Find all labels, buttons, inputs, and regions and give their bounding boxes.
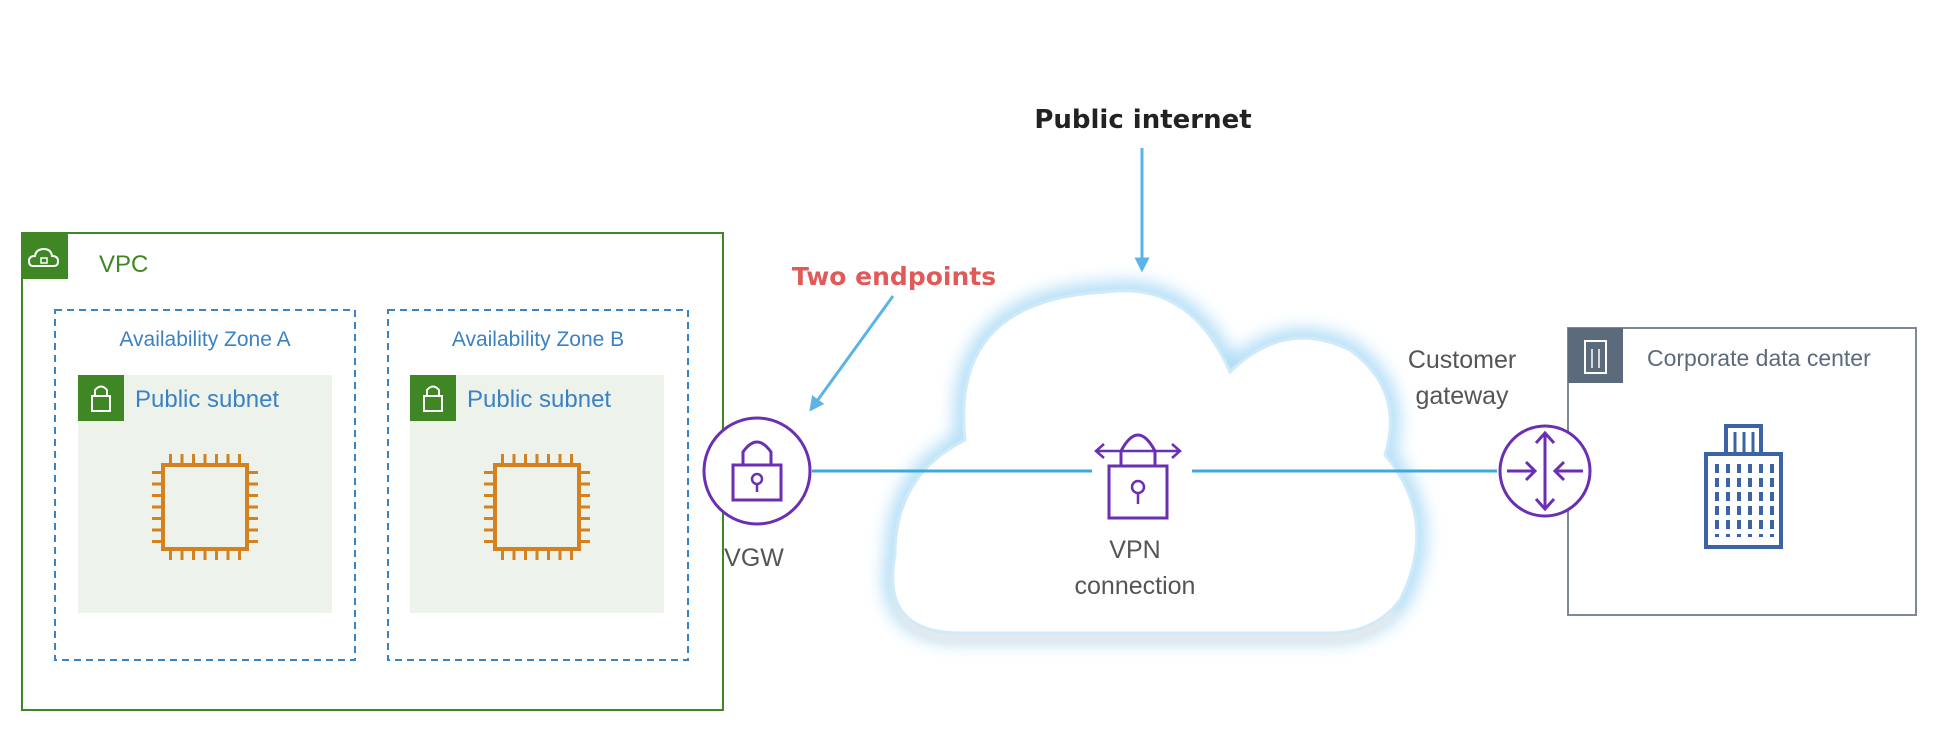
vpn-connection-label-line1: VPN — [1109, 536, 1160, 564]
availability-zone-a — [54, 309, 356, 661]
two-endpoints-label: Two endpoints — [792, 262, 996, 291]
vpc-cloud-icon — [22, 233, 68, 279]
availability-zone-a-label: Availability Zone A — [119, 328, 290, 351]
two-endpoints-arrow — [809, 295, 895, 412]
customer-gateway-label-line1: Customer — [1408, 346, 1516, 374]
ec2-instance-a-icon — [152, 454, 258, 560]
availability-zone-b — [387, 309, 689, 661]
vpn-connection-icon — [1094, 433, 1182, 520]
customer-gateway-label-line2: gateway — [1415, 382, 1509, 410]
availability-zone-b-label: Availability Zone B — [452, 328, 624, 351]
public-subnet-a-label: Public subnet — [135, 386, 279, 413]
public-subnet-b-label: Public subnet — [467, 386, 611, 413]
corporate-building-small-icon — [1568, 328, 1623, 383]
vpc-label: VPC — [99, 251, 148, 278]
vpn-connection-label-line2: connection — [1075, 572, 1196, 600]
public-internet-label: Public internet — [1034, 105, 1251, 135]
customer-gateway-router-icon — [1498, 424, 1592, 518]
vgw-label: VGW — [724, 544, 784, 572]
subnet-b-lock-icon — [410, 375, 456, 421]
subnet-a-lock-icon — [78, 375, 124, 421]
vgw-lock-icon — [702, 416, 812, 526]
ec2-instance-b-icon — [484, 454, 590, 560]
corporate-data-center-label: Corporate data center — [1647, 345, 1871, 371]
office-building-icon — [1704, 424, 1783, 549]
